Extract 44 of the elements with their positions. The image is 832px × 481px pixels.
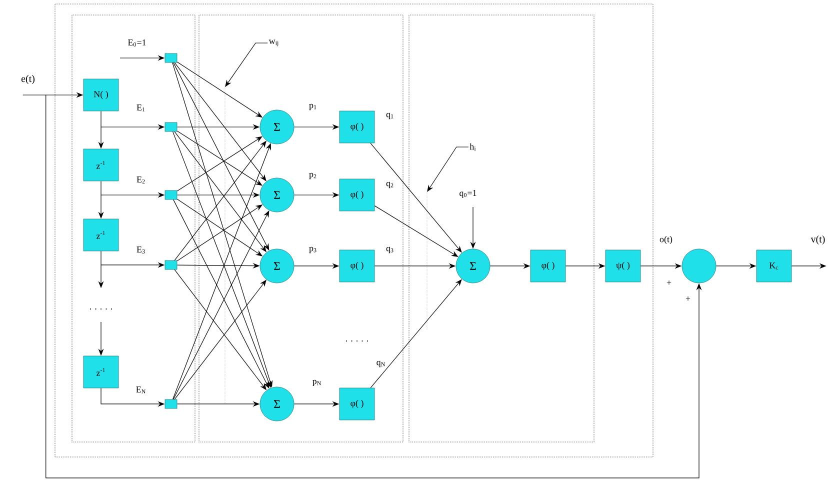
edge-label: q$_{N}$ <box>376 360 386 368</box>
weight-label: h$_{i}$ <box>470 143 476 151</box>
edge-label: q$_{1}$ <box>386 112 394 120</box>
edge-label: E$_{2}$ <box>136 176 145 184</box>
function-block: ψ( ) <box>605 250 641 282</box>
edge-label: E$_{1}$ <box>136 104 145 112</box>
edge-label: q$_{2}$ <box>386 182 394 188</box>
edge-label: q$_{3}$ <box>386 246 394 254</box>
leader-line <box>427 146 469 192</box>
summing-junction <box>682 248 716 284</box>
weight-label: w$_{ij}$ <box>268 40 278 46</box>
function-block: K$_{c}$ <box>756 250 792 282</box>
function-block: φ( ) <box>339 110 375 144</box>
input-node <box>164 399 178 409</box>
edge-label: q$_{0}$=1 <box>460 190 476 198</box>
edge-label: p$_{N}$ <box>312 380 322 386</box>
function-block: z$^{-1}$ <box>83 356 119 388</box>
arrow <box>370 279 462 388</box>
input-node <box>164 122 178 132</box>
edge-label: E$_{0}$=1 <box>128 40 146 46</box>
function-block: φ( ) <box>339 388 375 420</box>
edge-label: p$_{2}$ <box>309 172 316 180</box>
function-block: φ( ) <box>339 250 375 282</box>
sign-label: + <box>686 296 690 301</box>
edge-label: o(t) <box>660 236 672 244</box>
edge-label: p$_{1}$ <box>309 104 316 110</box>
leader-line <box>225 42 268 87</box>
ellipsis-dots: . . . . . <box>346 340 368 342</box>
function-block: N( ) <box>83 78 119 112</box>
edge-label: E$_{3}$ <box>136 246 145 254</box>
function-block: φ( ) <box>530 250 566 282</box>
signal-label: e(t) <box>21 75 34 84</box>
edge-label: p$_{3}$ <box>309 246 316 254</box>
arrow <box>174 62 266 182</box>
function-block: z$^{-1}$ <box>83 218 119 252</box>
input-node <box>164 260 178 270</box>
function-block: z$^{-1}$ <box>83 148 119 182</box>
sign-label: + <box>666 280 672 285</box>
edge-label: E$_{N}$ <box>136 386 146 394</box>
ellipsis-dots: . . . . . <box>90 308 112 310</box>
input-node <box>164 53 178 63</box>
function-block: φ( ) <box>339 178 375 212</box>
signal-label: v(t) <box>810 235 825 245</box>
input-node <box>164 190 178 200</box>
